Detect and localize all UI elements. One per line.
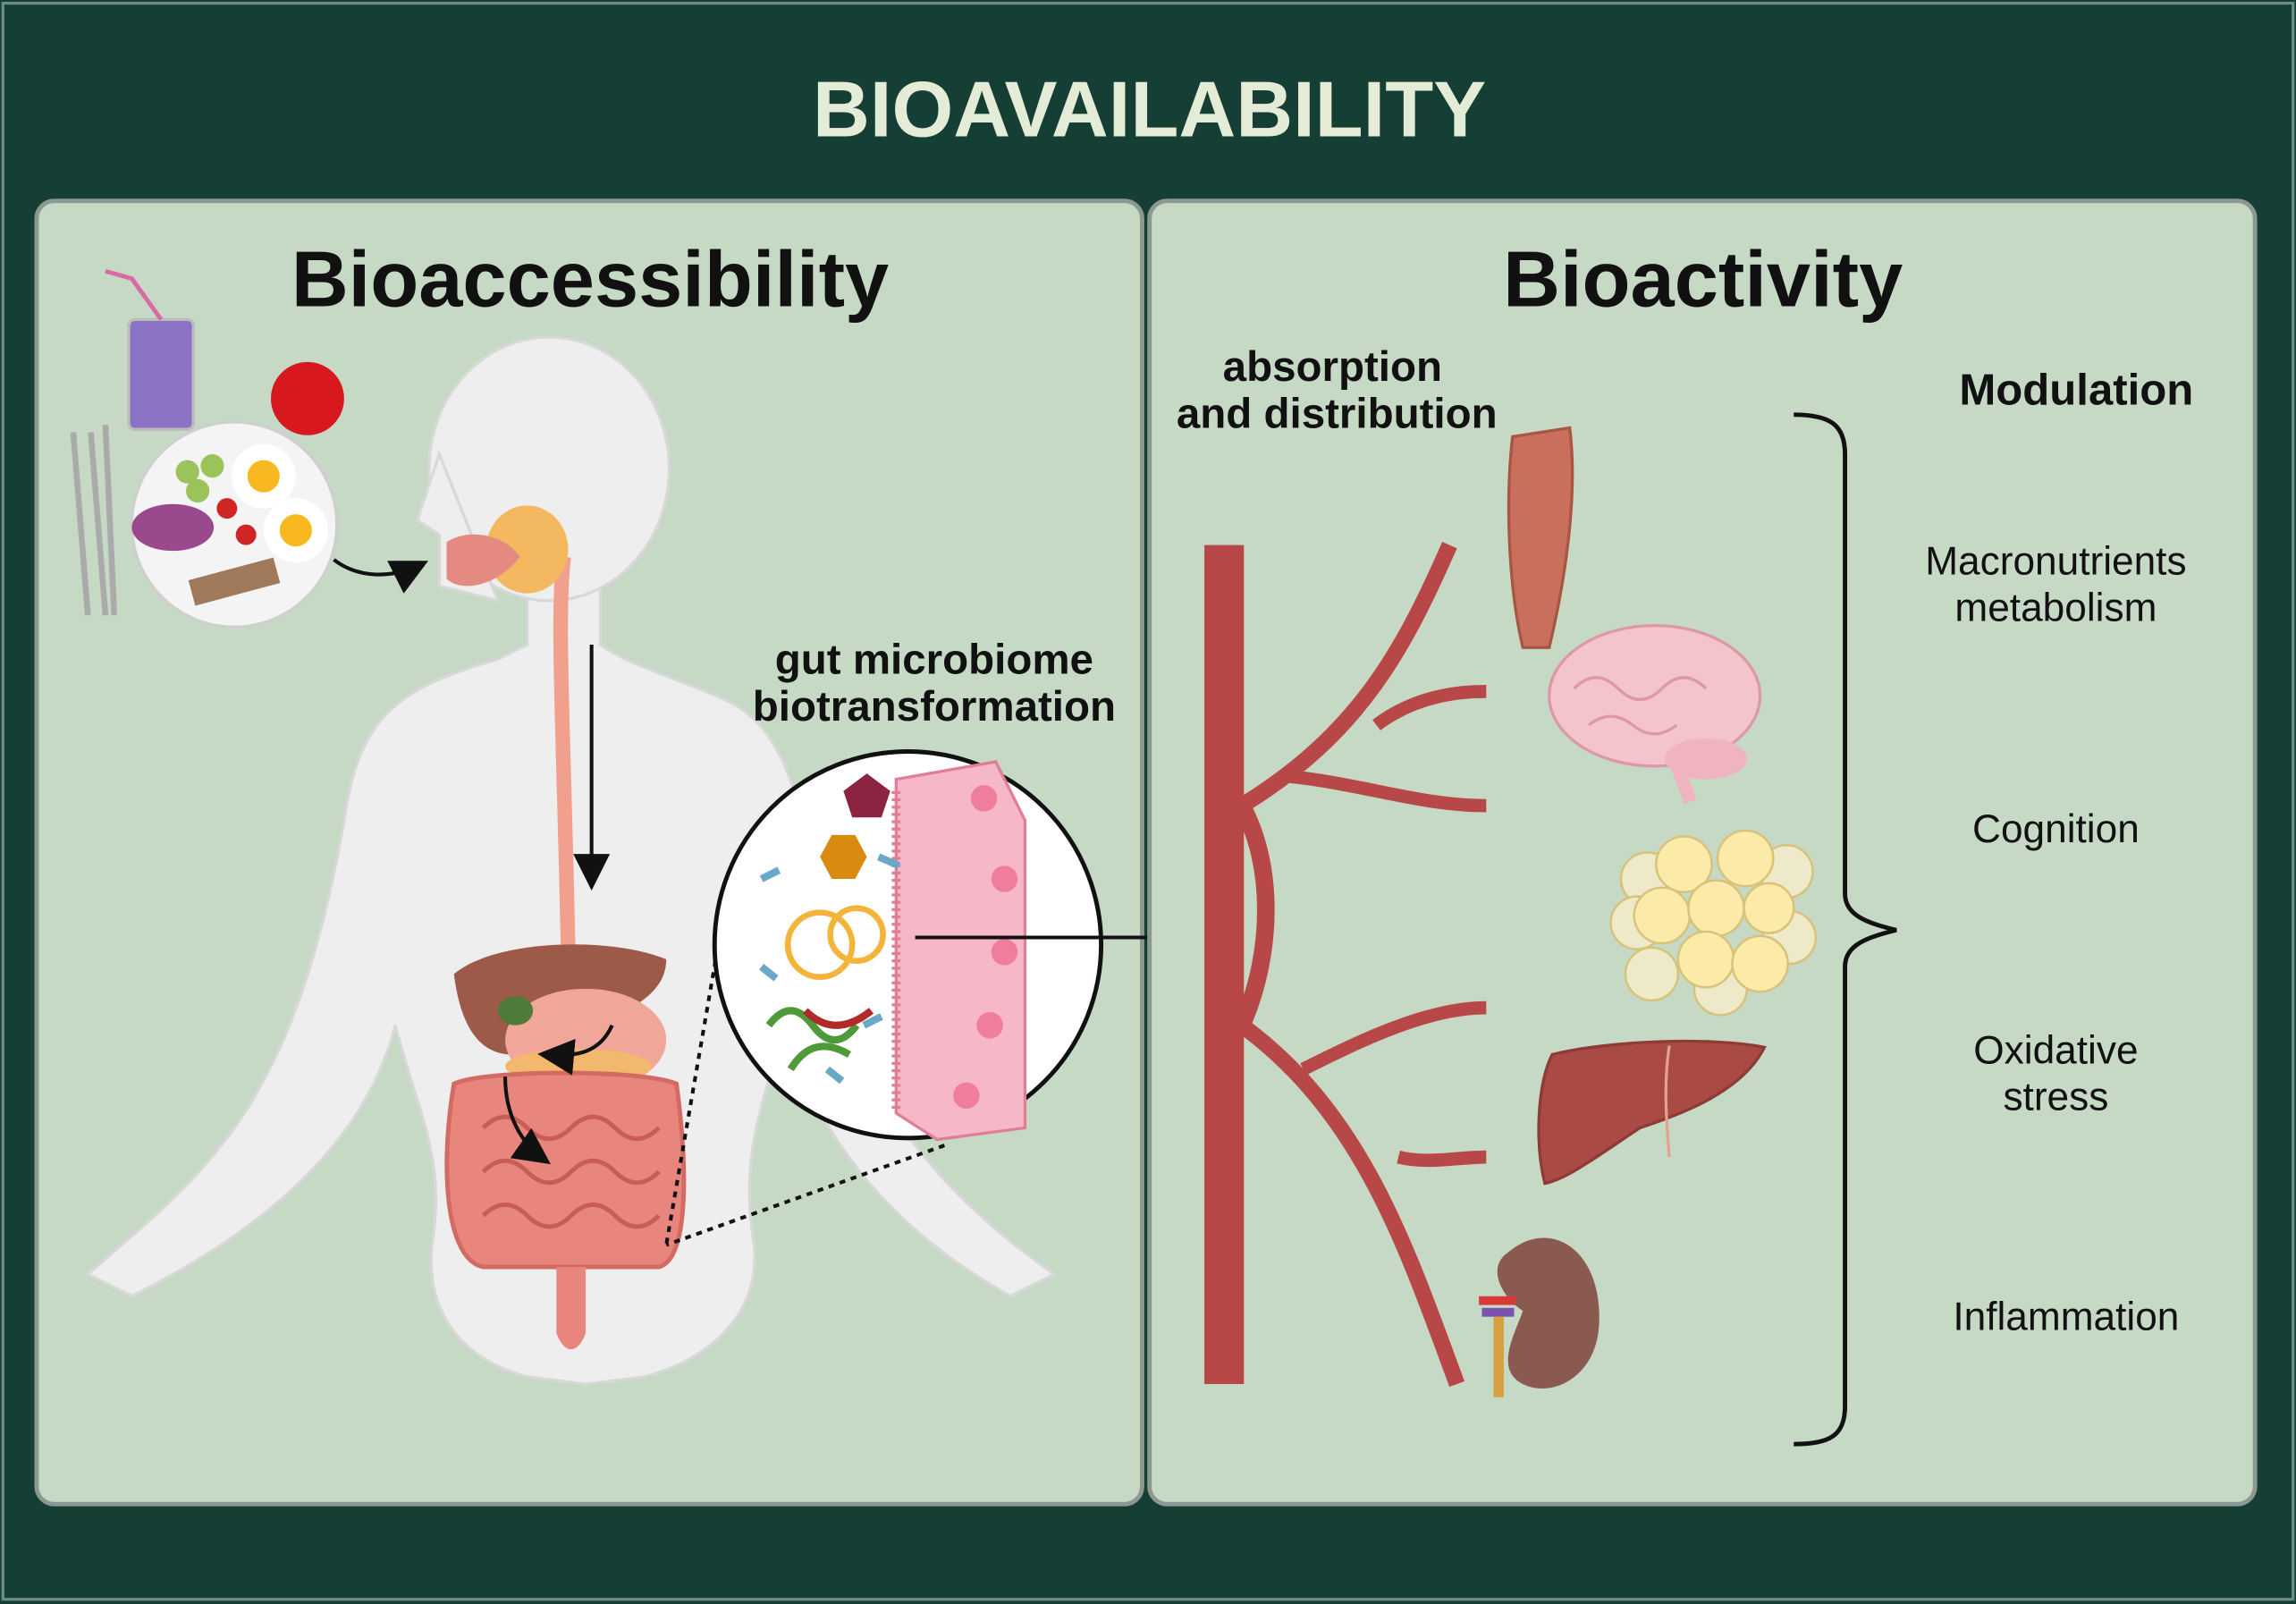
brain-illustration [1548,624,1762,805]
effect-cognition: Cognition [1972,807,2140,851]
food-illustration [70,268,344,629]
kidney-illustration [1479,1237,1600,1397]
distribution-label: and distribution [1177,391,1498,438]
bioaccessibility-heading: Bioaccessibility [291,235,889,324]
effect-inflammation: Inflammation [1953,1295,2179,1338]
digestion-arrow-intestine [502,1076,551,1165]
rectum [556,1266,587,1350]
mouth [446,534,520,587]
ingestion-arrow [333,558,428,594]
absorption-label: absorption [1223,343,1442,391]
bioaccessibility-panel: Bioaccessibility [34,198,1191,1507]
biotransformation-label: biotransformation [753,683,1116,730]
liver-illustration [1537,1039,1767,1186]
digestion-arrow-curve [537,1024,614,1076]
esophagus [553,555,576,953]
bioactivity-heading: Bioactivity [1503,235,1903,324]
adipose-tissue-illustration [1609,829,1818,1017]
zoom-dotted-lines [664,949,946,1247]
blood-vessel [1204,541,1487,1388]
effect-metabolism: metabolism [1954,587,2157,630]
gut-microbiome-label: gut microbiome [775,637,1093,684]
muscle-illustration [1507,426,1574,649]
modulation-bracket [1794,412,1897,1447]
salivary-gland [485,505,569,594]
effect-stress: stress [2003,1076,2108,1119]
effect-macronutrients: Macronutrients [1925,539,2186,583]
modulation-heading: Modulation [1959,366,2193,414]
effect-oxidative: Oxidative [1973,1028,2138,1072]
gallbladder [497,996,534,1026]
main-title: BIOAVAILABILITY [813,65,1486,154]
gut-microbiome-magnification [712,749,1104,1142]
bioactivity-panel: Bioactivity absorption and distribution [1147,198,2258,1507]
